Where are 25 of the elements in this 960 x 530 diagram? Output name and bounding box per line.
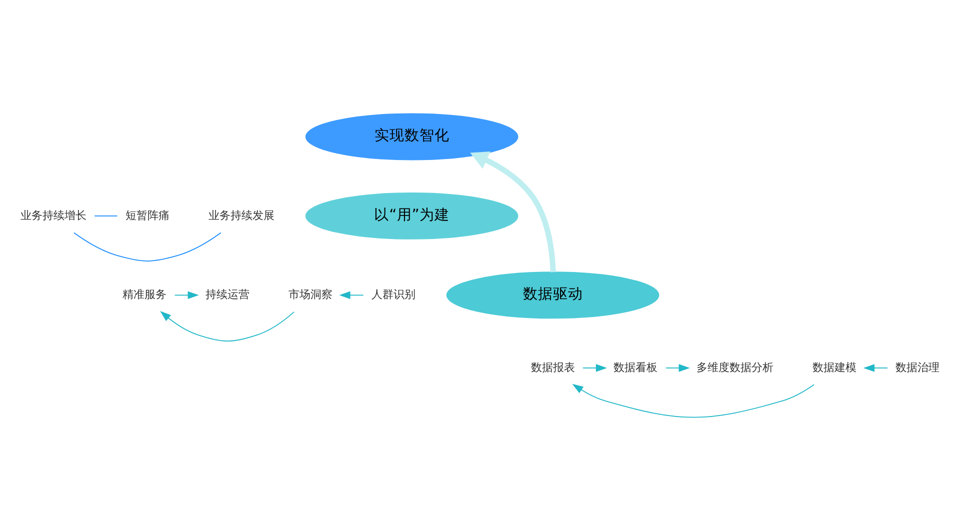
node-text: 数据看板 — [614, 360, 658, 374]
node-ellipse: 以“用”为建 — [305, 192, 518, 239]
node-text: 数据建模 — [812, 360, 857, 374]
node-text: 业务持续发展 — [208, 208, 274, 222]
arrow — [339, 290, 364, 299]
arrow — [174, 290, 199, 299]
node-text: 人群识别 — [371, 288, 416, 301]
node-text: 多维度数据分析 — [696, 360, 774, 374]
node-text: 短暂阵痛 — [125, 208, 170, 222]
arrow — [160, 310, 294, 342]
arrow — [582, 364, 607, 372]
connector — [74, 232, 222, 261]
node-ellipse: 数据驱动 — [446, 271, 660, 318]
arrow — [863, 364, 888, 372]
connector — [94, 214, 118, 216]
node-text: 数据报表 — [530, 360, 575, 374]
node-text: 市场洞察 — [288, 288, 332, 301]
node-text: 持续运营 — [206, 288, 250, 301]
node-text: 业务持续增长 — [20, 208, 86, 222]
arrow — [572, 383, 815, 418]
arrow — [470, 151, 556, 272]
node-text: 精准服务 — [122, 288, 167, 301]
node-ellipse: 实现数智化 — [305, 112, 518, 160]
node-text: 数据治理 — [896, 360, 940, 374]
arrow — [666, 364, 690, 372]
